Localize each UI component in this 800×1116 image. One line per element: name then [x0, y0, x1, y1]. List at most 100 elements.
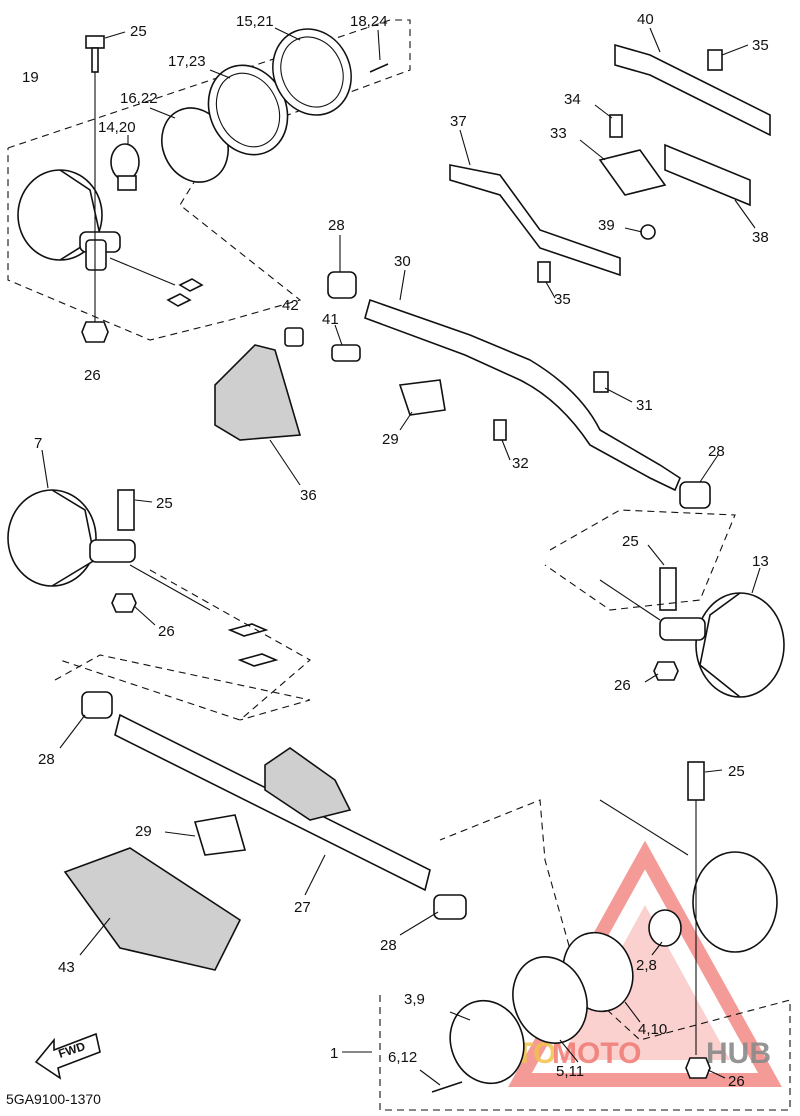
callout-29-b: 29 — [135, 823, 152, 840]
callout-26-left: 26 — [158, 623, 175, 640]
callout-19: 19 — [22, 69, 39, 86]
stay-tube-30 — [364, 298, 681, 492]
lamp-body-13 — [699, 592, 741, 698]
lamp-stem-7 — [89, 539, 136, 563]
lead-26-low — [707, 1069, 726, 1079]
bracket-27 — [264, 747, 352, 821]
nut-26-top — [81, 321, 109, 343]
bolt-25-low — [687, 761, 705, 801]
lead-7 — [41, 449, 49, 489]
lead-2-8 — [651, 941, 663, 956]
lead-35-top — [721, 44, 749, 56]
lamp-wire-13 — [599, 579, 661, 621]
callout-26-top: 26 — [84, 367, 101, 384]
lead-25-left — [134, 499, 153, 503]
lead-36 — [269, 439, 301, 486]
lead-41 — [334, 324, 343, 346]
lead-26-left — [133, 605, 156, 626]
bracket-33 — [598, 149, 667, 196]
callout-26-low: 26 — [728, 1073, 745, 1090]
lead-30 — [399, 269, 406, 301]
bulb-socket-14-20 — [117, 175, 137, 191]
callout-15-21: 15,21 — [236, 13, 274, 30]
lead-13 — [751, 567, 761, 594]
lead-43 — [79, 917, 111, 956]
callout-3-9: 3,9 — [404, 991, 425, 1008]
lead-26-right — [644, 673, 659, 683]
lead-17-23 — [209, 69, 231, 79]
callout-43: 43 — [58, 959, 75, 976]
callout-41: 41 — [322, 311, 339, 328]
lamp-body-7 — [51, 489, 96, 587]
lens-15-21 — [272, 28, 352, 116]
lead-33 — [579, 139, 606, 161]
bolt-34 — [609, 114, 623, 138]
license-bracket-group — [449, 43, 771, 277]
damper-28-d — [433, 894, 467, 920]
callout-2-8: 2,8 — [636, 957, 657, 974]
bolt-35-top — [707, 49, 723, 71]
callout-37: 37 — [450, 113, 467, 130]
lead-35-mid — [545, 281, 556, 299]
nut-26-left — [111, 593, 137, 613]
stay-27-group — [54, 654, 467, 971]
damper-28-a — [327, 271, 357, 299]
flasher-assembly-rear-left — [7, 19, 411, 343]
lead-28-b — [699, 454, 719, 483]
callout-25-right: 25 — [622, 533, 639, 550]
callout-18-24: 18,24 — [350, 13, 388, 30]
stay-tube-27 — [114, 713, 431, 892]
lead-31 — [604, 387, 633, 403]
nut-26-right — [653, 661, 679, 681]
callout-6-12: 6,12 — [388, 1049, 417, 1066]
bolt-25-right — [659, 567, 677, 611]
lamp-wire-1 — [599, 799, 689, 856]
clamp-29-a — [398, 379, 446, 416]
bolt-25-left — [117, 489, 135, 531]
callout-28-a: 28 — [328, 217, 345, 234]
outline-27 — [54, 654, 311, 721]
damper-28-c — [81, 691, 113, 719]
bolt-31 — [593, 371, 609, 393]
lead-18-24 — [377, 29, 381, 61]
lamp-clamp-19 — [85, 239, 107, 271]
lead-28-d — [399, 911, 439, 936]
callout-28-c: 28 — [38, 751, 55, 768]
callout-7: 7 — [34, 435, 42, 452]
bolt-head-25-top — [85, 35, 105, 49]
rim-5-11 — [512, 956, 588, 1044]
lead-37 — [459, 129, 471, 166]
callout-25-top: 25 — [130, 23, 147, 40]
bolt-shank-25-top — [91, 47, 99, 73]
callout-1: 1 — [330, 1045, 338, 1062]
collar-41 — [331, 344, 361, 362]
lead-32 — [501, 439, 511, 461]
callout-32: 32 — [512, 455, 529, 472]
callout-5-11: 5,11 — [556, 1063, 584, 1080]
lead-39 — [624, 227, 643, 233]
callout-31: 31 — [636, 397, 653, 414]
lens-3-9 — [449, 999, 525, 1085]
lead-5-11 — [559, 1039, 579, 1063]
callout-39: 39 — [598, 217, 615, 234]
lens-inner-15-21 — [280, 36, 344, 108]
cover-43 — [63, 847, 242, 971]
bolt-32 — [493, 419, 507, 441]
bulb-2-8 — [648, 909, 682, 947]
plate-38 — [664, 143, 751, 207]
lead-27 — [304, 854, 326, 896]
lead-25-low — [704, 769, 723, 773]
watermark-text-hub: HUB — [706, 1037, 771, 1070]
damper-28-b — [679, 481, 711, 509]
fwd-arrow: FWD — [34, 1032, 101, 1080]
lead-34 — [594, 104, 613, 119]
callout-33: 33 — [550, 125, 567, 142]
stay-30-group — [214, 261, 711, 509]
callout-34: 34 — [564, 91, 581, 108]
lead-40 — [649, 27, 661, 53]
lamp-wire-7 — [129, 564, 211, 611]
watermark-text-moto: MOTO — [552, 1037, 641, 1070]
connector-7a — [227, 623, 269, 637]
bolt-35-mid — [537, 261, 551, 283]
